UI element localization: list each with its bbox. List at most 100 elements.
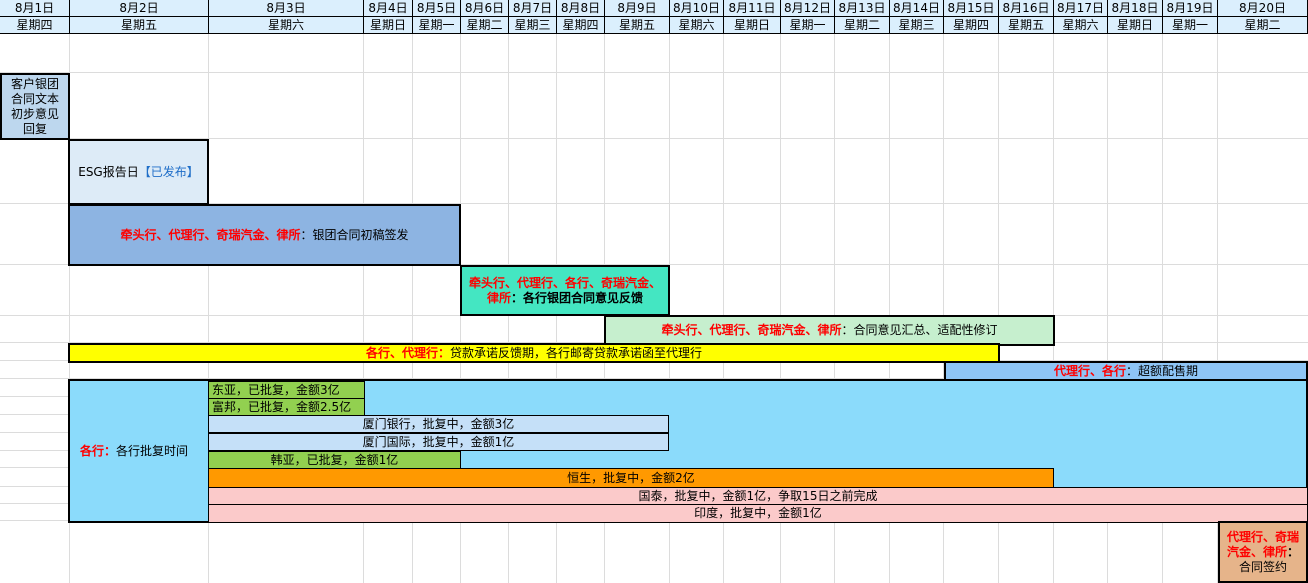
header-weekday-cell: 星期四	[0, 17, 70, 34]
header-date-cell: 8月18日	[1108, 0, 1163, 17]
grid-line-vertical	[69, 0, 70, 583]
signing-bar: 代理行、奇瑞汽金、律所：合同签约	[1218, 521, 1308, 583]
bank-bar: 厦门国际，批复中，金额1亿	[208, 433, 669, 451]
bank-label: 韩亚，已批复，金额1亿	[270, 452, 399, 467]
header-date-cell: 8月20日	[1218, 0, 1308, 17]
header-weekday-cell: 星期二	[461, 17, 509, 34]
commitment-parties: 各行、代理行	[365, 345, 438, 360]
grid-line-horizontal	[0, 72, 1308, 73]
bank-bar: 富邦，已批复，金额2.5亿	[208, 398, 365, 416]
grid-line-vertical	[1162, 0, 1163, 583]
oversub-parties: 代理行、各行	[1053, 363, 1126, 378]
header-weekday-cell: 星期日	[364, 17, 413, 34]
bank-label: 厦门国际，批复中，金额1亿	[362, 434, 515, 449]
bank-label: 恒生，批复中，金额2亿	[567, 470, 695, 485]
header-date-cell: 8月2日	[70, 0, 209, 17]
header-weekday-cell: 星期一	[781, 17, 835, 34]
esg-status: 【已发布】	[138, 164, 199, 179]
header-weekday-cell: 星期四	[557, 17, 605, 34]
grid-line-vertical	[998, 0, 999, 583]
bank-bar: 国泰，批复中，金额1亿，争取15日之前完成	[208, 487, 1308, 505]
header-date-cell: 8月4日	[364, 0, 413, 17]
bank-label: 富邦，已批复，金额2.5亿	[212, 399, 352, 414]
signing-text: 合同签约	[1238, 559, 1287, 574]
header-weekday-cell: 星期三	[509, 17, 557, 34]
header-date-cell: 8月16日	[999, 0, 1054, 17]
grid-line-vertical	[834, 0, 835, 583]
header-weekday-cell: 星期日	[1108, 17, 1163, 34]
draft-bar: 牵头行、代理行、奇瑞汽金、律所：银团合同初稿签发	[68, 204, 461, 266]
grid-line-vertical	[780, 0, 781, 583]
summary-bar: 牵头行、代理行、奇瑞汽金、律所：合同意见汇总、适配性修订	[604, 315, 1055, 346]
grid-line-vertical	[1217, 0, 1218, 583]
header-date-cell: 8月14日	[890, 0, 944, 17]
header-date-cell: 8月1日	[0, 0, 70, 17]
summary-sep: ：	[841, 323, 854, 337]
client-feedback-label: 客户银团合同文本初步意见回复	[10, 76, 59, 136]
header-weekday-cell: 星期六	[670, 17, 724, 34]
oversub-sep: ：	[1125, 363, 1138, 378]
grid-line-vertical	[943, 0, 944, 583]
header-weekday-cell: 星期五	[999, 17, 1054, 34]
header-weekday-cell: 星期二	[1218, 17, 1308, 34]
summary-text: 合同意见汇总、适配性修订	[853, 323, 998, 337]
header-weekday-cell: 星期一	[1163, 17, 1218, 34]
esg-label: ESG报告日	[78, 164, 139, 179]
grid-line-horizontal	[0, 378, 1308, 379]
grid-line-horizontal	[0, 203, 1308, 204]
grid-line-horizontal	[0, 264, 1308, 265]
opinion-parties: 牵头行、代理行、各行、奇瑞汽金、律所	[468, 275, 661, 305]
header-date-cell: 8月13日	[835, 0, 890, 17]
grid-line-vertical	[1053, 0, 1054, 583]
header-date-cell: 8月11日	[724, 0, 781, 17]
opinion-bar: 牵头行、代理行、各行、奇瑞汽金、律所：各行银团合同意见反馈	[460, 265, 670, 316]
header-weekday-cell: 星期三	[890, 17, 944, 34]
header-date-cell: 8月12日	[781, 0, 835, 17]
signing-parties: 代理行、奇瑞汽金、律所	[1226, 529, 1299, 559]
header-date-cell: 8月7日	[509, 0, 557, 17]
header-weekday-cell: 星期五	[605, 17, 670, 34]
draft-sep: ：	[300, 227, 313, 242]
grid-line-vertical	[363, 0, 364, 583]
oversub-bar: 代理行、各行：超额配售期	[944, 361, 1308, 381]
grid-line-vertical	[208, 0, 209, 583]
bank-bar: 韩亚，已批复，金额1亿	[208, 451, 461, 469]
signing-sep: ：	[1287, 544, 1300, 559]
commitment-sep: ：	[437, 345, 450, 360]
header-date-cell: 8月17日	[1054, 0, 1108, 17]
draft-parties: 牵头行、代理行、奇瑞汽金、律所	[120, 227, 301, 242]
oversub-text: 超额配售期	[1138, 363, 1199, 378]
esg-bar: ESG报告日【已发布】	[68, 139, 209, 205]
header-date-cell: 8月15日	[944, 0, 999, 17]
header-weekday-cell: 星期二	[835, 17, 890, 34]
header-date-cell: 8月9日	[605, 0, 670, 17]
bank-bar: 恒生，批复中，金额2亿	[208, 468, 1054, 488]
opinion-text: 各行银团合同意见反馈	[523, 290, 644, 305]
bank-label: 东亚，已批复，金额3亿	[212, 382, 340, 397]
bank-bar: 印度，批复中，金额1亿	[208, 504, 1308, 523]
bank-label: 国泰，批复中，金额1亿，争取15日之前完成	[638, 488, 878, 503]
header-weekday-cell: 星期日	[724, 17, 781, 34]
grid-line-vertical	[412, 0, 413, 583]
summary-parties: 牵头行、代理行、奇瑞汽金、律所	[661, 323, 842, 337]
header-date-cell: 8月8日	[557, 0, 605, 17]
bank-label: 印度，批复中，金额1亿	[694, 506, 822, 520]
commitment-bar: 各行、代理行：贷款承诺反馈期，各行邮寄贷款承诺函至代理行	[68, 343, 1000, 363]
grid-line-vertical	[723, 0, 724, 583]
bank-bar: 东亚，已批复，金额3亿	[208, 381, 365, 399]
header-date-cell: 8月19日	[1163, 0, 1218, 17]
approval-sep: ：	[104, 443, 117, 458]
client-feedback-bar: 客户银团合同文本初步意见回复	[0, 73, 70, 140]
header-date-cell: 8月10日	[670, 0, 724, 17]
bank-bar: 厦门银行，批复中，金额3亿	[208, 415, 669, 433]
grid-line-horizontal	[0, 138, 1308, 139]
header-date-cell: 8月5日	[413, 0, 461, 17]
header-weekday-cell: 星期六	[1054, 17, 1108, 34]
bank-label: 厦门银行，批复中，金额3亿	[362, 416, 515, 431]
draft-text: 银团合同初稿签发	[312, 227, 409, 242]
header-date-cell: 8月3日	[209, 0, 364, 17]
grid-line-vertical	[1107, 0, 1108, 583]
approval-parties: 各行	[80, 443, 105, 458]
header-weekday-cell: 星期五	[70, 17, 209, 34]
